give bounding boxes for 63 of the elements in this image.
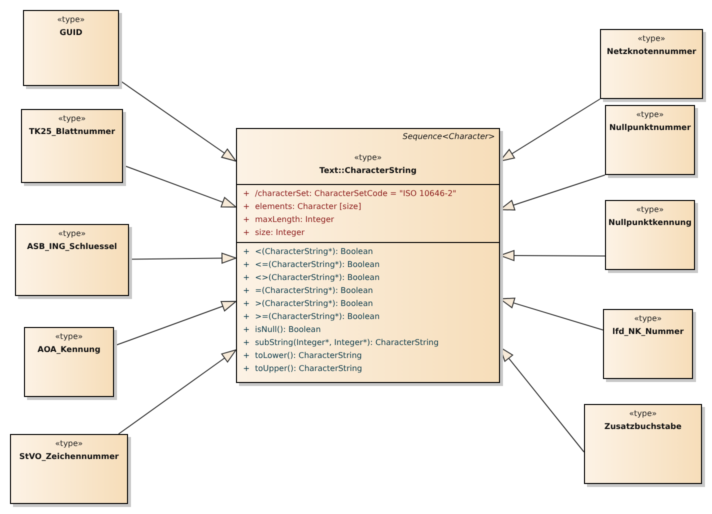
type-name: TK25_Blattnummer (28, 127, 116, 137)
operation-text: >=(CharacterString*): Boolean (255, 312, 380, 322)
operation-text: toLower(): CharacterString (255, 351, 362, 361)
type-box (605, 105, 695, 175)
type-name: Nullpunktkennung (607, 218, 693, 228)
attribute-text: size: Integer (255, 228, 305, 238)
visibility-marker: + (243, 215, 250, 225)
class-name: Text::CharacterString (318, 166, 418, 176)
template-parameter: Sequence<Character> (402, 132, 495, 142)
operation-text: <(CharacterString*): Boolean (255, 247, 373, 257)
type-name: Netzknotennummer (606, 47, 698, 57)
generalization-arrow (118, 349, 236, 434)
type-name: Nullpunktnummer (608, 123, 692, 133)
visibility-marker: + (243, 260, 250, 270)
stereotype-label: «type» (635, 205, 665, 215)
type-box (24, 327, 114, 397)
visibility-marker: + (243, 325, 250, 335)
type-box (605, 200, 695, 270)
type-name: StVO_Zeichennummer (18, 452, 120, 462)
attribute-text: maxLength: Integer (255, 215, 334, 225)
type-box (603, 309, 693, 379)
type-name: Zusatzbuchstabe (603, 422, 683, 432)
type-box (10, 434, 128, 504)
attribute-text: elements: Character [size] (255, 202, 362, 212)
type-box (21, 109, 123, 183)
type-name: lfd_NK_Nummer (611, 327, 685, 337)
visibility-marker: + (243, 364, 250, 374)
visibility-marker: + (243, 312, 250, 322)
visibility-marker: + (243, 189, 250, 199)
type-name: AOA_Kennung (36, 345, 102, 355)
attribute-text: /characterSet: CharacterSetCode = "ISO 10646-2" (255, 189, 456, 199)
stereotype-label: «type» (57, 114, 87, 124)
stereotype-label: «type» (633, 314, 663, 324)
type-box (600, 29, 703, 99)
operation-text: subString(Integer*, Integer*): CharacterString (255, 338, 439, 348)
operation-text: <>(CharacterString*): Boolean (255, 273, 380, 283)
type-box (23, 10, 119, 86)
stereotype-label: «type» (628, 409, 658, 419)
stereotype-label: «type» (54, 332, 84, 342)
operation-text: =(CharacterString*): Boolean (255, 286, 373, 296)
type-box (15, 224, 129, 296)
visibility-marker: + (243, 247, 250, 257)
visibility-marker: + (243, 228, 250, 238)
type-name: GUID (58, 28, 84, 38)
stereotype-label: «type» (353, 153, 383, 163)
visibility-marker: + (243, 202, 250, 212)
visibility-marker: + (243, 286, 250, 296)
stereotype-label: «type» (635, 110, 665, 120)
stereotype-label: «type» (54, 439, 84, 449)
class-box (236, 128, 500, 383)
visibility-marker: + (243, 273, 250, 283)
operation-text: toUpper(): CharacterString (255, 364, 362, 374)
visibility-marker: + (243, 299, 250, 309)
stereotype-label: «type» (636, 34, 666, 44)
operation-text: isNull(): Boolean (255, 325, 321, 335)
visibility-marker: + (243, 338, 250, 348)
type-name: ASB_ING_Schluessel (26, 242, 118, 252)
operation-text: >(CharacterString*): Boolean (255, 299, 373, 309)
type-box (584, 404, 702, 484)
visibility-marker: + (243, 351, 250, 361)
operation-text: <=(CharacterString*): Boolean (255, 260, 380, 270)
stereotype-label: «type» (56, 15, 86, 25)
stereotype-label: «type» (57, 229, 87, 239)
